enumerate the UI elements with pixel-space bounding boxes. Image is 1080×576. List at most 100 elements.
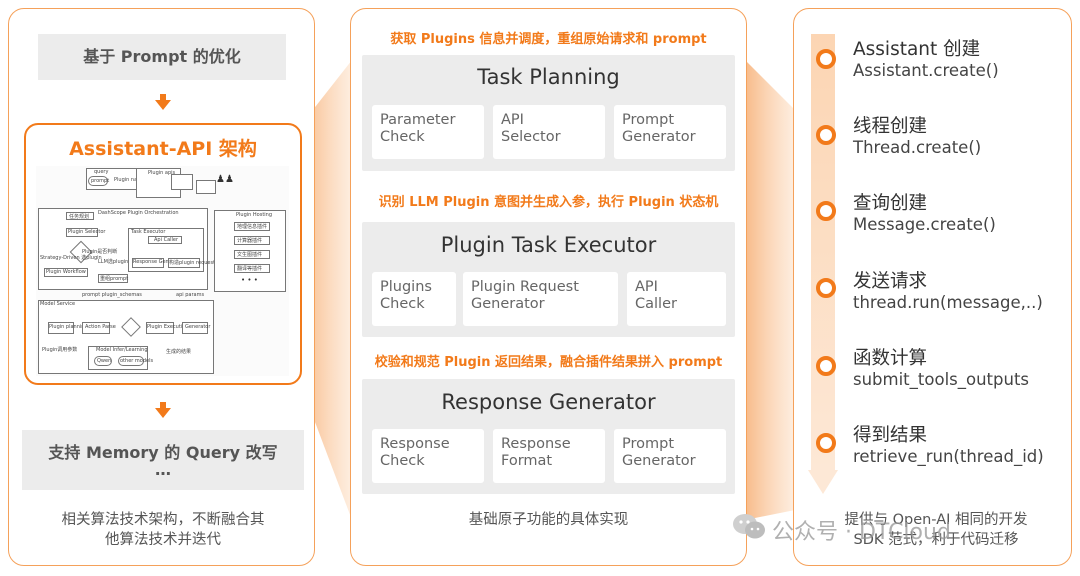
arrow-down-1-head xyxy=(155,100,171,110)
arch-task-planning xyxy=(66,212,94,220)
arch-hosting-item-4-label: 翻译等插件 xyxy=(237,266,263,272)
api-caller-card: API Caller xyxy=(627,272,726,326)
user-icon: ♟♟ xyxy=(216,174,234,185)
arch-hosting-item-1-label: 地理信息插件 xyxy=(237,224,268,230)
arch-plugin-apis: Plugin apis xyxy=(148,170,176,176)
arch-plugin-execution-label: Plugin Execution xyxy=(147,324,189,330)
response-generator-caption: 校验和规范 Plugin 返回结果，融合插件结果拼入 prompt xyxy=(374,355,723,370)
arch-plugin-workflow-label: Plugin Workflow xyxy=(46,269,86,275)
arch-hosting-item-2-label: 计算器插件 xyxy=(237,238,263,244)
task-planning-title: Task Planning xyxy=(477,65,620,89)
arch-plugin-selector xyxy=(66,228,98,237)
step-3-marker xyxy=(816,201,836,221)
step-5-title: 函数计算 xyxy=(853,348,928,369)
task-planning-section: Task Planning Parameter Check API Select… xyxy=(362,55,735,171)
arch-plugin-params: Plugin调用参数 xyxy=(42,347,78,353)
arch-hosting-item-1 xyxy=(234,222,270,231)
step-4-marker xyxy=(816,278,836,298)
arch-action-parse xyxy=(82,322,110,334)
step-4-sub: thread.run(message,..) xyxy=(853,293,1043,312)
step-4-title: 发送请求 xyxy=(853,271,928,292)
arch-hosting-item-2 xyxy=(234,236,270,245)
right-caption-line2: SDK 范式，利于代码迁移 xyxy=(853,531,1019,548)
arch-api-caller-label: Api Caller xyxy=(154,237,179,243)
arch-hosting-item-4 xyxy=(234,264,270,273)
arch-plugin-workflow xyxy=(44,268,88,277)
plugin-task-executor-title: Plugin Task Executor xyxy=(440,233,657,257)
step-6-marker xyxy=(816,433,836,453)
arch-other-models-label: other models xyxy=(120,358,154,364)
step-1-marker xyxy=(816,49,836,69)
prompt-generator-card: Prompt Generator xyxy=(614,105,726,159)
response-format-card: Response Format xyxy=(493,429,605,483)
timeline-track xyxy=(811,34,835,472)
middle-caption: 基础原子功能的具体实现 xyxy=(468,512,629,528)
step-5-sub: submit_tools_outputs xyxy=(853,370,1030,389)
plugin-executor-caption: 识别 LLM Plugin 意图并生成入参，执行 Plugin 状态机 xyxy=(378,195,719,210)
arch-hosting-item-3-label: 文生图插件 xyxy=(237,252,263,258)
arch-gen-result: 生成的结果 xyxy=(166,349,192,355)
arch-plugin-planning-label: Plugin planning xyxy=(49,324,88,330)
arch-response-generator xyxy=(132,258,164,268)
response-generator-section: Response Generator Response Check Respon… xyxy=(362,379,735,494)
parameter-check-card: Parameter Check xyxy=(372,105,484,159)
step-1-title: Assistant 创建 xyxy=(853,39,981,60)
arch-api-params: api params xyxy=(176,292,205,298)
arch-doc-2 xyxy=(196,180,216,194)
arch-response-generator-label: Response Generator xyxy=(133,259,184,265)
arch-doc-1 xyxy=(171,174,193,190)
arch-ellipsis: • • • xyxy=(241,276,258,284)
prompt-generator-card-2: Prompt Generator xyxy=(614,429,726,483)
arch-task-planning-label: 任务规划 xyxy=(69,214,90,220)
plugin-request-generator-card: Plugin Request Generator xyxy=(463,272,618,326)
step-6-title: 得到结果 xyxy=(853,425,928,446)
step-3-title: 查询创建 xyxy=(853,193,928,214)
arch-model-service-label: Model Service xyxy=(40,301,76,307)
memory-query-label: 支持 Memory 的 Query 改写 xyxy=(48,443,278,463)
arch-qwen xyxy=(94,356,112,366)
arch-llm-plugin: LLM选plugin xyxy=(98,259,129,265)
arch-action-parse-label: Action Parse xyxy=(85,324,116,330)
step-6-sub: retrieve_run(thread_id) xyxy=(853,447,1044,466)
left-caption: 相关算法技术架构，不断融合其 他算法技术并迭代 xyxy=(24,511,302,550)
left-caption-line1: 相关算法技术架构，不断融合其 xyxy=(61,512,265,528)
architecture-diagram: query prompt Plugin name list Plugin api… xyxy=(36,166,289,376)
task-planning-caption: 获取 Plugins 信息并调度，重组原始请求和 prompt xyxy=(390,32,707,47)
arch-plugin-execution xyxy=(146,322,174,334)
arch-prompt-schemas: prompt plugin_schemas xyxy=(82,292,142,298)
arch-hosting-item-3 xyxy=(234,250,270,259)
watermark-text: 公众号 · DTCloud xyxy=(772,520,951,545)
arch-dashscope: DashScope Plugin Orchestration xyxy=(98,210,179,216)
arch-prompt-label: prompt xyxy=(91,178,110,184)
arrow-down-2-head xyxy=(155,408,171,418)
step-3-sub: Message.create() xyxy=(853,215,996,234)
arrow-down-2 xyxy=(160,402,166,408)
arch-query: query xyxy=(94,169,109,175)
arch-strategy-driven: Strategy-Driven 选plugin xyxy=(40,255,102,261)
step-1-sub: Assistant.create() xyxy=(853,61,999,80)
arch-rebuild-prompt-label: 重组prompt xyxy=(100,276,129,282)
arch-plugin-planning xyxy=(48,322,74,334)
arch-plugin-judge-label: Plugin是否判断 xyxy=(82,249,118,255)
wechat-icon xyxy=(732,512,766,542)
plugin-task-executor-section: Plugin Task Executor Plugins Check Plugi… xyxy=(362,222,735,337)
prompt-optimization-box: 基于 Prompt 的优化 xyxy=(38,34,286,80)
step-2-title: 线程创建 xyxy=(853,116,928,137)
assistant-api-title: Assistant-API 架构 xyxy=(69,138,257,160)
right-caption-line1: 提供与 Open-AI 相同的开发 xyxy=(844,512,1028,528)
api-selector-card: API Selector xyxy=(493,105,605,159)
right-panel xyxy=(793,8,1072,566)
arch-rebuild-prompt xyxy=(98,274,128,283)
arch-model-infer-label: Model Infer/Learning xyxy=(96,347,148,353)
left-caption-line2: 他算法技术并迭代 xyxy=(105,531,221,548)
arch-generator-label: Generator xyxy=(185,324,211,330)
arch-prompt xyxy=(88,176,108,186)
arch-plugin-selector-label: Plugin Selector xyxy=(68,229,106,235)
right-caption: 提供与 Open-AI 相同的开发 SDK 范式，利于代码迁移 xyxy=(812,511,1060,550)
step-5-marker xyxy=(816,356,836,376)
arrow-down-1 xyxy=(160,94,166,100)
step-2-marker xyxy=(816,125,836,145)
arch-plugin-hosting-label: Plugin Hosting xyxy=(236,212,273,218)
arch-qwen-label: Qwen xyxy=(97,358,112,364)
arch-api-caller xyxy=(148,236,182,244)
